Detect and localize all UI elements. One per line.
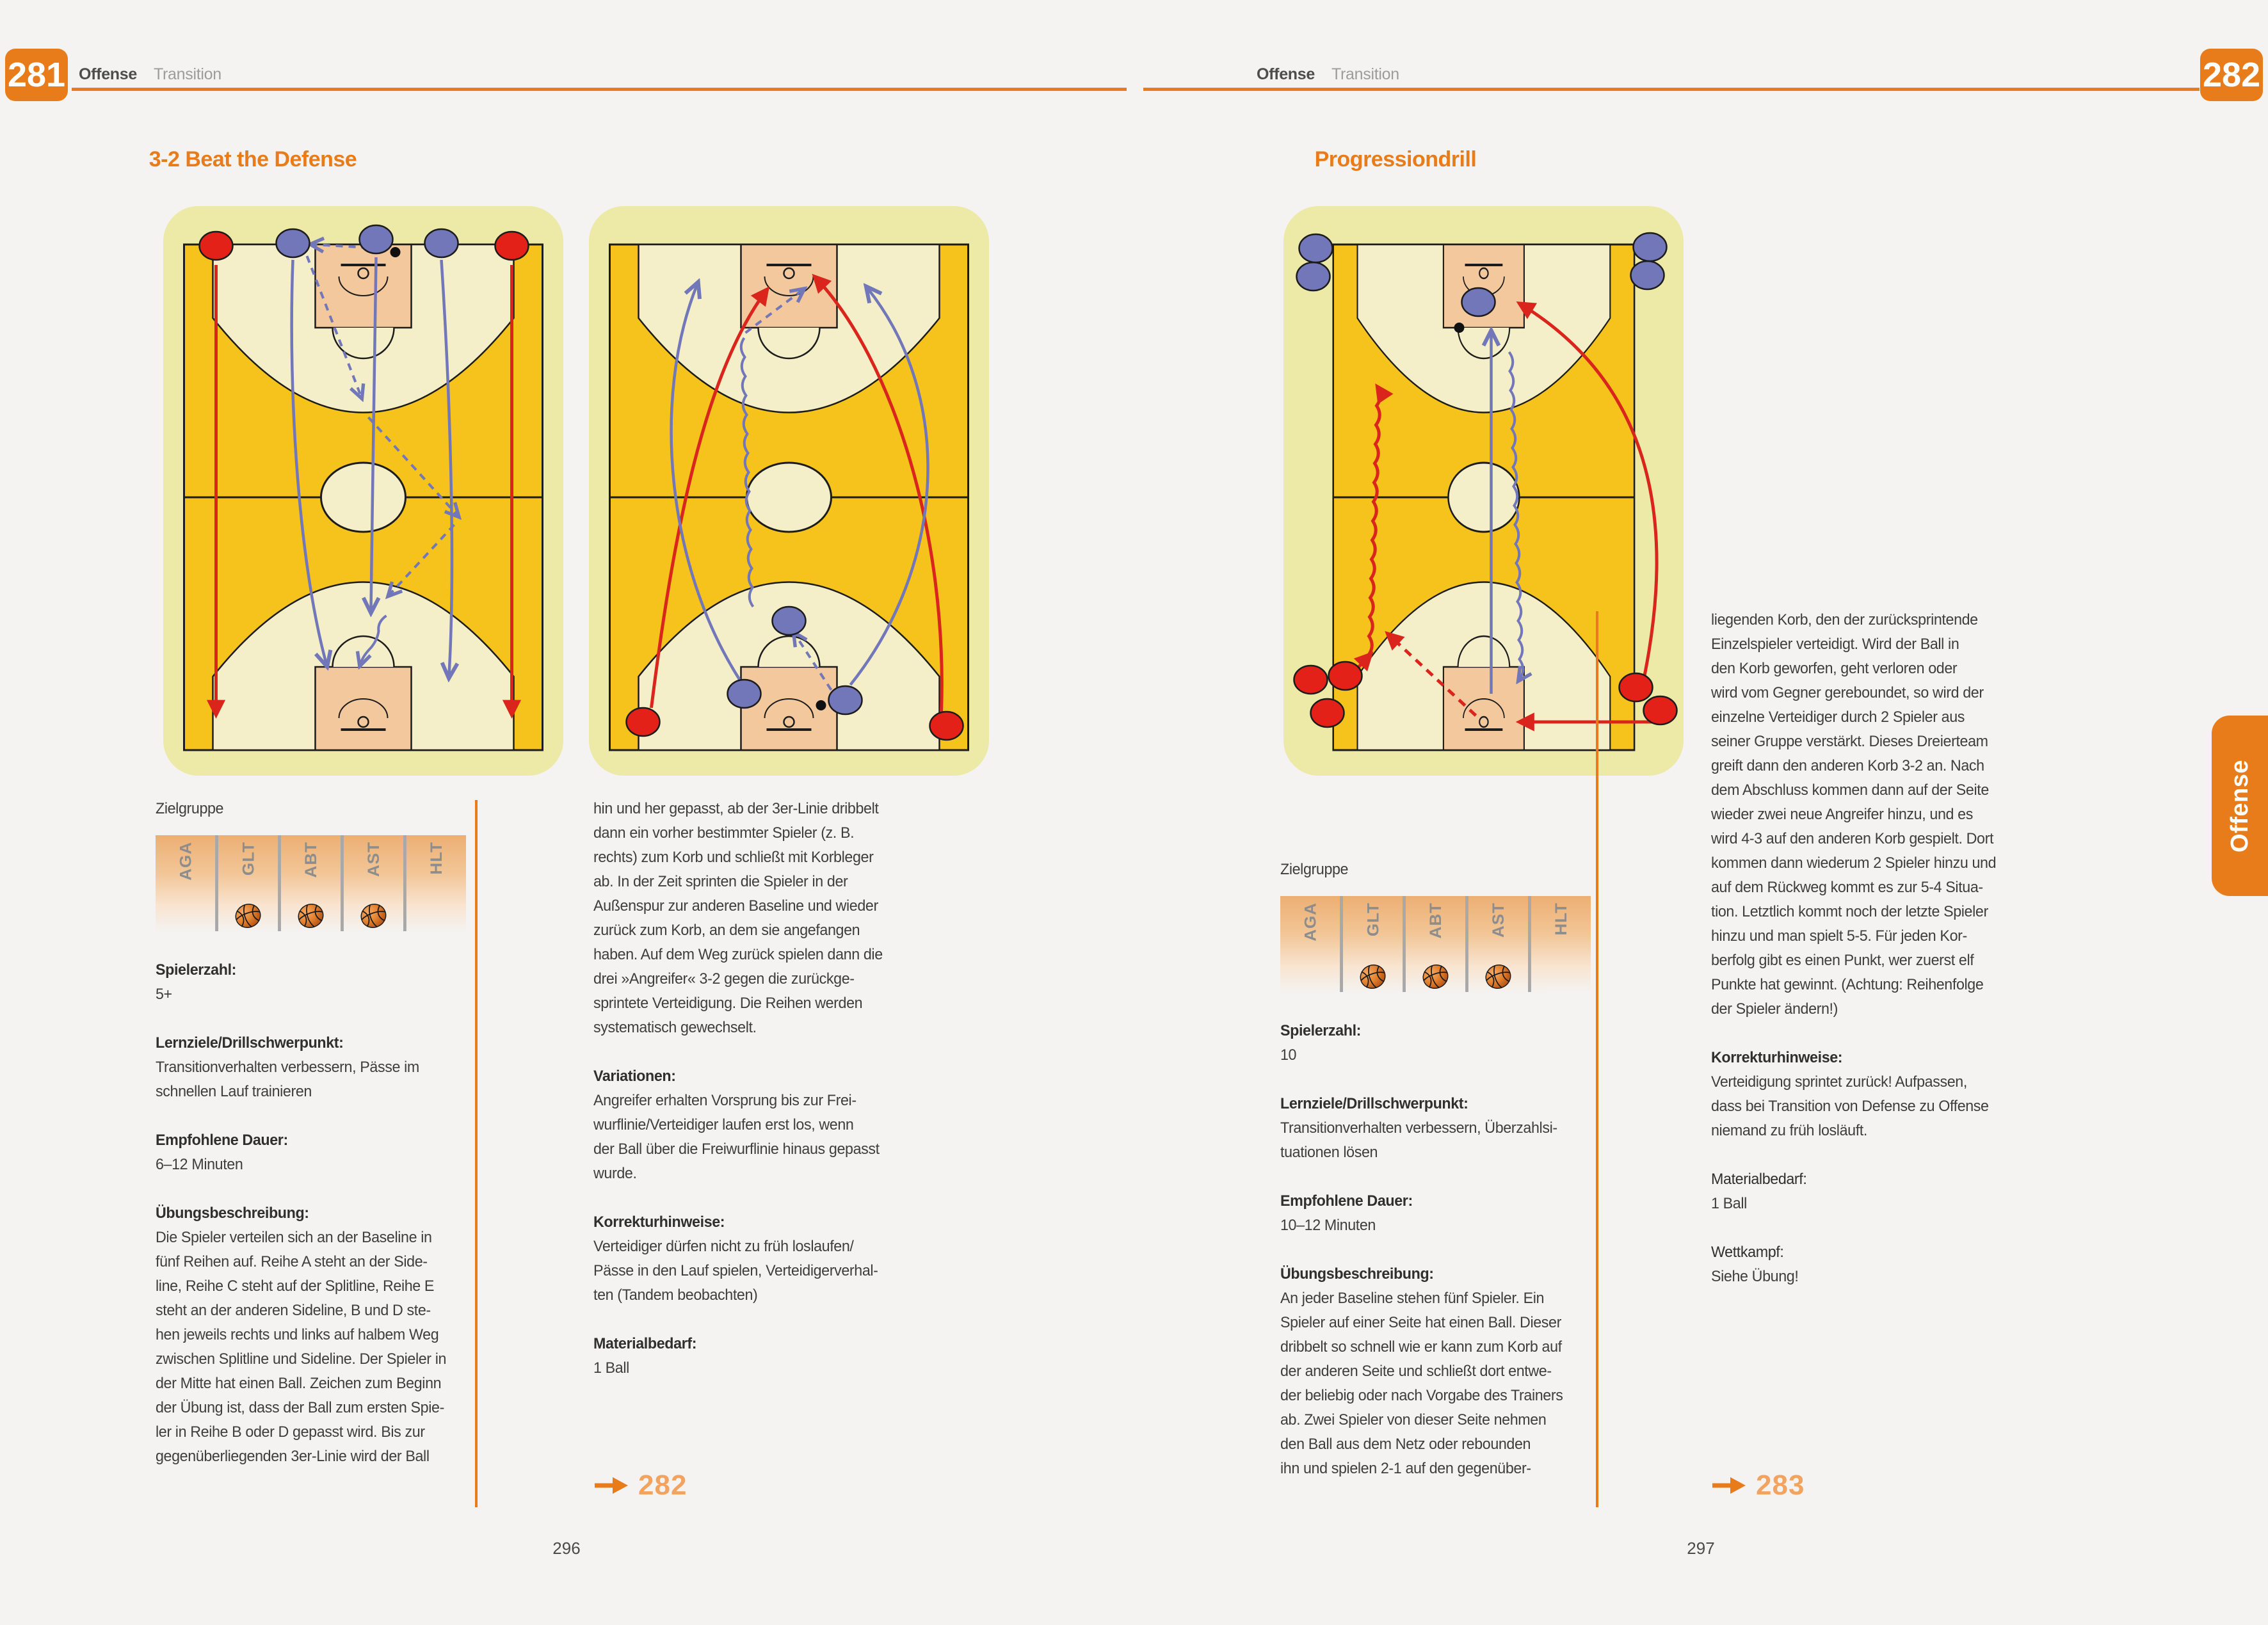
section-label: Offense <box>1257 65 1315 83</box>
left-col1: Zielgruppe AGA GLT ABT AST HLT Spielerza… <box>156 797 466 1493</box>
column-divider-left <box>475 800 478 1507</box>
left-col2: hin und her gepasst, ab der 3er-Linie dr… <box>593 797 904 1405</box>
attack-paths-red <box>650 273 944 712</box>
target-group-glt: GLT <box>1343 896 1406 992</box>
column-divider-right <box>1596 611 1598 1507</box>
korrekturhinweise: Korrekturhinweise:Verteidiger dürfen nic… <box>593 1213 878 1304</box>
run-paths-blue <box>670 285 929 686</box>
info-lernziele: Lernziele/Drillschwerpunkt:Transitionver… <box>156 1034 419 1100</box>
target-group-aga: AGA <box>156 835 218 931</box>
target-group-aga: AGA <box>1280 896 1343 992</box>
ball-dot <box>1454 323 1465 333</box>
subsection-label: Transition <box>1331 65 1399 83</box>
target-group-glt: GLT <box>218 835 281 931</box>
target-group-hlt: HLT <box>426 842 446 875</box>
dribble-path-blue <box>361 614 387 663</box>
right-col1: Zielgruppe AGA GLT ABT AST HLT Spielerza… <box>1280 858 1591 1505</box>
dribble-path-red <box>1367 383 1394 657</box>
pass-paths-blue-dashed <box>744 291 833 691</box>
run-paths-blue <box>290 257 452 675</box>
pass-path-red-dashed <box>1385 631 1477 717</box>
court-diagram-c <box>1283 206 1684 776</box>
target-group-ast: AST <box>344 835 406 931</box>
right-col2: liegenden Korb, den der zurücksprintende… <box>1711 608 2022 1313</box>
korrekturhinweise: Korrekturhinweise:Verteidigung sprintet … <box>1711 1049 1989 1139</box>
header-rule-right <box>1143 88 2200 91</box>
basketball-icon <box>360 904 387 928</box>
target-group-table: AGA GLT ABT AST HLT <box>1280 896 1591 992</box>
arrow-right-icon <box>1712 1477 1746 1494</box>
ball-dot <box>816 700 826 710</box>
info-spielerzahl: Spielerzahl:5+ <box>156 961 237 1003</box>
info-spielerzahl: Spielerzahl:10 <box>1280 1022 1362 1064</box>
page-number-left: 296 <box>552 1539 581 1558</box>
info-dauer: Empfohlene Dauer:6–12 Minuten <box>156 1132 288 1173</box>
materialbedarf: Materialbedarf:1 Ball <box>593 1335 697 1377</box>
chapter-tab-offense[interactable]: Offense <box>2212 716 2268 896</box>
zielgruppe-label: Zielgruppe <box>1280 861 1349 878</box>
info-lernziele: Lernziele/Drillschwerpunkt:Transitionver… <box>1280 1095 1557 1161</box>
court-diagram-b <box>589 206 989 776</box>
crossref-283[interactable]: 283 <box>1711 1469 1805 1501</box>
sprint-paths-red <box>206 265 522 719</box>
target-group-abt: ABT <box>281 835 344 931</box>
text-continuation: liegenden Korb, den der zurücksprintende… <box>1711 611 1997 1018</box>
players <box>1293 232 1678 728</box>
info-dauer: Empfohlene Dauer:10–12 Minuten <box>1280 1192 1413 1234</box>
target-group-abt: ABT <box>1406 896 1468 992</box>
players <box>625 605 964 741</box>
page-badge-281: 281 <box>5 49 68 101</box>
breadcrumb-right: Offense Transition <box>1257 65 1399 84</box>
basketball-icon <box>1360 965 1386 989</box>
basketball-icon <box>235 904 261 928</box>
zielgruppe-label: Zielgruppe <box>156 800 224 817</box>
basketball-icon <box>1422 965 1449 989</box>
variationen: Variationen:Angreifer erhalten Vorsprung… <box>593 1068 880 1182</box>
info-uebungsbeschreibung: Übungsbeschreibung:Die Spieler verteilen… <box>156 1205 447 1465</box>
players <box>198 224 529 261</box>
drill-title-left: 3-2 Beat the Defense <box>149 147 357 172</box>
crossref-282[interactable]: 282 <box>593 1469 687 1501</box>
breadcrumb-left: Offense Transition <box>79 65 221 84</box>
materialbedarf: Materialbedarf:1 Ball <box>1711 1171 1807 1212</box>
drill-title-right: Progressiondrill <box>1314 147 1477 172</box>
page-number-right: 297 <box>1687 1539 1715 1558</box>
section-label: Offense <box>79 65 137 83</box>
pass-paths-blue-dashed <box>305 244 457 594</box>
basketball-icon <box>298 904 324 928</box>
header-rule-left <box>72 88 1127 91</box>
basketball-icon <box>1485 965 1511 989</box>
dribble-path-blue <box>739 337 755 608</box>
arrow-right-icon <box>595 1477 628 1494</box>
text-continuation: hin und her gepasst, ab der 3er-Linie dr… <box>593 800 883 1036</box>
subsection-label: Transition <box>153 65 221 83</box>
info-uebungsbeschreibung: Übungsbeschreibung:An jeder Baseline ste… <box>1280 1265 1563 1477</box>
page-badge-282: 282 <box>2200 49 2263 101</box>
dribble-path-blue <box>1508 351 1524 678</box>
target-group-table: AGA GLT ABT AST HLT <box>156 835 466 931</box>
target-group-ast: AST <box>1468 896 1531 992</box>
court-diagram-a <box>163 206 563 776</box>
ball-dot <box>390 247 401 257</box>
target-group-hlt: HLT <box>1551 902 1570 936</box>
wettkampf: Wettkampf:Siehe Übung! <box>1711 1244 1799 1285</box>
